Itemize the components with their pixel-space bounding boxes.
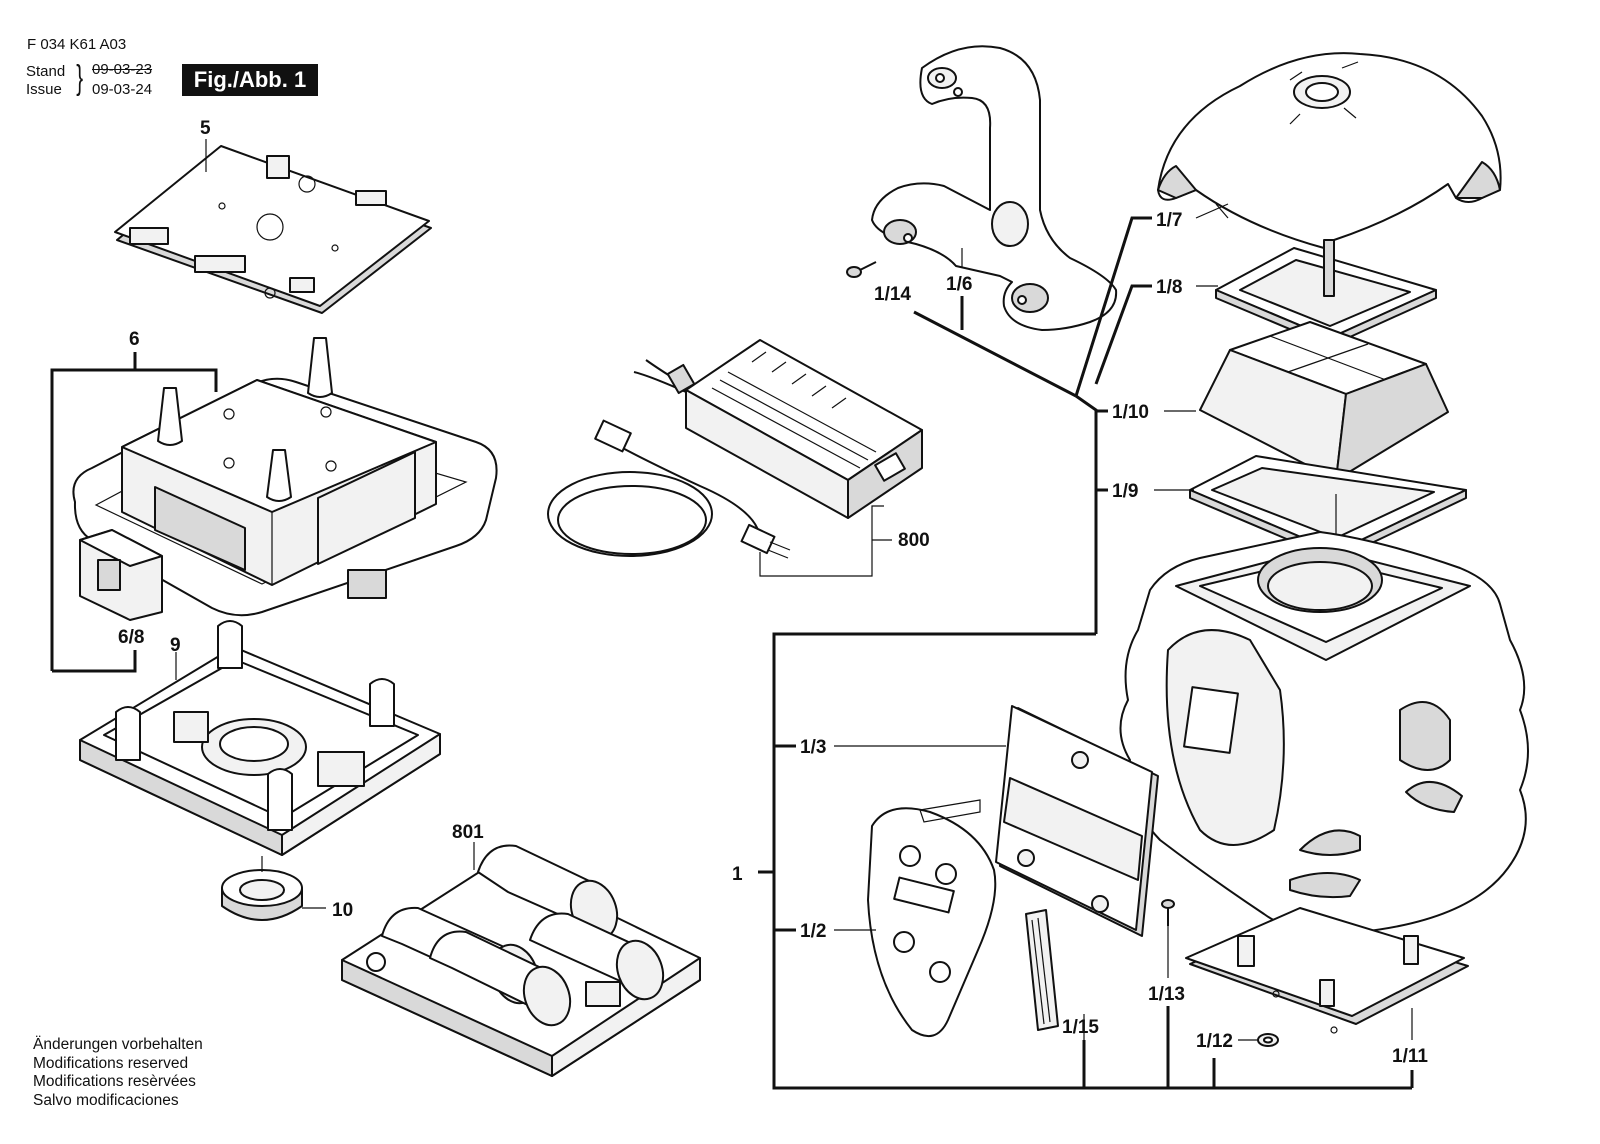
handle-part-1-6 [871, 45, 1118, 331]
screw-part-1-14 [846, 261, 877, 278]
circuit-board-part-5 [114, 145, 432, 314]
callout-1-12: 1/12 [1196, 1031, 1233, 1052]
footnote-es: Salvo modificaciones [33, 1091, 179, 1109]
stand-date: 09-03-23 [92, 61, 153, 78]
charger-part-800 [547, 339, 923, 577]
callout-1-14: 1/14 [874, 284, 911, 305]
display-board-part-1-3 [995, 705, 1159, 937]
callout-1-10: 1/10 [1112, 402, 1149, 423]
bottom-board-part-1-11 [1185, 907, 1469, 1034]
top-cover-part-1-7 [1157, 52, 1502, 249]
battery-tray-part-9 [79, 620, 441, 856]
battery-pack-part-801 [341, 844, 701, 1077]
callout-1-7: 1/7 [1156, 210, 1182, 231]
callout-1-3: 1/3 [800, 737, 826, 758]
footnote-de: Änderungen vorbehalten [33, 1036, 203, 1053]
flex-cable-part-1-15 [1025, 909, 1059, 1031]
callout-6: 6 [129, 329, 140, 350]
brace-icon: } [76, 59, 84, 97]
issue-label: Issue [26, 81, 62, 98]
window-hood-part-1-10 [1199, 321, 1449, 481]
drawing-number: F 034 K61 A03 [27, 36, 127, 53]
callout-6-8: 6/8 [118, 627, 144, 648]
issue-date: 09-03-24 [92, 81, 153, 98]
callout-801: 801 [452, 822, 484, 843]
callout-800: 800 [898, 530, 930, 551]
callout-1-11: 1/11 [1392, 1046, 1428, 1067]
callout-1-8: 1/8 [1156, 277, 1182, 298]
footnote-fr: Modifications resèrvées [33, 1073, 196, 1090]
frame-part-1-8 [1215, 239, 1437, 347]
callout-labels: 5 6 6/8 9 10 801 800 1/6 1/14 1/7 1/8 1/… [118, 118, 1428, 1067]
callout-1-2: 1/2 [800, 921, 826, 942]
main-housing-part-1 [1119, 531, 1529, 935]
clip-part-6-8 [79, 529, 163, 621]
footnote-en: Modifications reserved [33, 1054, 189, 1072]
washer-part-1-12 [1257, 1033, 1279, 1047]
stand-label: Stand [26, 63, 66, 80]
callout-10: 10 [332, 900, 353, 921]
callout-1-6: 1/6 [946, 274, 972, 295]
callout-1-9: 1/9 [1112, 481, 1138, 502]
callout-5: 5 [200, 118, 211, 139]
keypad-overlay-part-1-2 [867, 799, 997, 1038]
screw-part-1-13 [1161, 899, 1175, 926]
callout-1-13: 1/13 [1148, 984, 1185, 1005]
housing-bottom-part-6 [72, 337, 498, 617]
callout-1: 1 [732, 864, 743, 885]
callout-1-15: 1/15 [1062, 1017, 1099, 1038]
modifications-note: Änderungen vorbehalten Modifications res… [33, 1036, 203, 1110]
figure-label: Fig./Abb. 1 [182, 64, 318, 96]
ring-part-10 [221, 856, 326, 921]
callout-9: 9 [170, 635, 181, 656]
leader-lines [50, 139, 1414, 1090]
